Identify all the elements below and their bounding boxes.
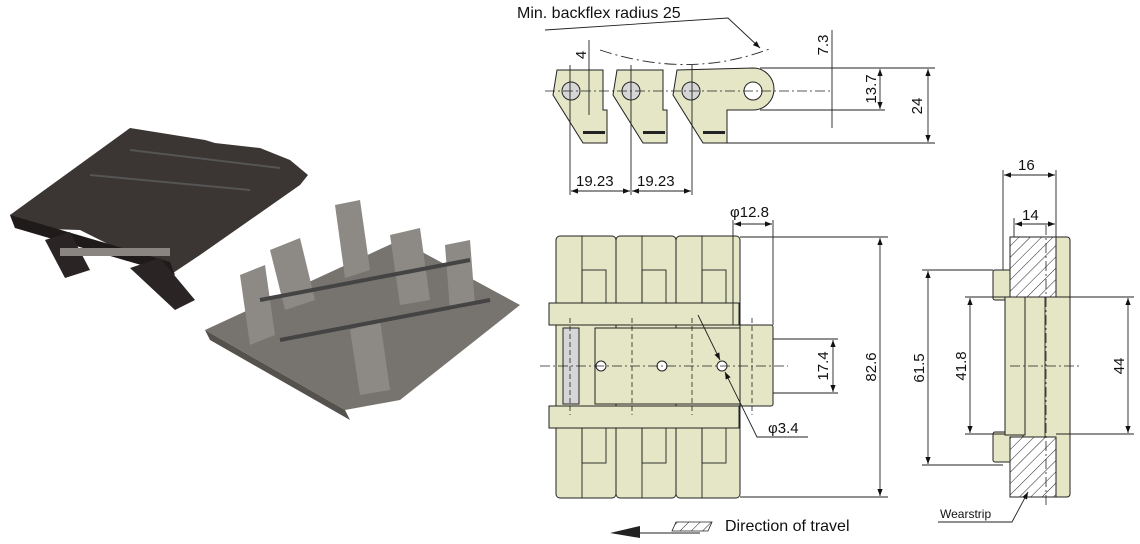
wearstrip-label: Wearstrip	[940, 507, 991, 521]
wearstrip	[1009, 236, 1057, 498]
dim-41-8: 41.8	[953, 351, 970, 380]
dark-chain-photo	[10, 128, 308, 310]
end-view: 16 14 61.5 41.8 44 Wearstrip	[911, 157, 1134, 523]
dim-4: 4	[573, 51, 590, 59]
dim-61-5: 61.5	[911, 353, 928, 382]
direction-of-travel-label: Direction of travel	[725, 518, 850, 535]
top-links	[548, 235, 774, 499]
side-links	[552, 67, 775, 144]
product-photo	[10, 128, 520, 420]
dim-7-3: 7.3	[815, 35, 832, 56]
grey-chain-photo	[205, 200, 520, 420]
dim-phi-3-4: φ3.4	[768, 420, 799, 437]
dim-phi-12-8: φ12.8	[730, 204, 769, 221]
dim-16: 16	[1018, 157, 1035, 174]
pitch-dim-1: 19.23	[576, 173, 614, 190]
direction-of-travel-arrow	[610, 521, 713, 538]
pitch-dim-2: 19.23	[637, 173, 675, 190]
backflex-radius-label: Min. backflex radius 25	[517, 5, 681, 22]
top-view: φ12.8 82.6 17.4 φ3.4 Direction of travel	[540, 204, 888, 538]
side-view: Min. backflex radius 25 4 19.23 19.23 7.…	[517, 5, 935, 195]
dim-14: 14	[1022, 207, 1039, 224]
dim-13-7: 13.7	[863, 74, 880, 103]
dim-24: 24	[909, 98, 926, 115]
dim-82-6: 82.6	[863, 352, 880, 381]
dim-17-4: 17.4	[815, 351, 832, 380]
dim-44: 44	[1111, 358, 1128, 375]
